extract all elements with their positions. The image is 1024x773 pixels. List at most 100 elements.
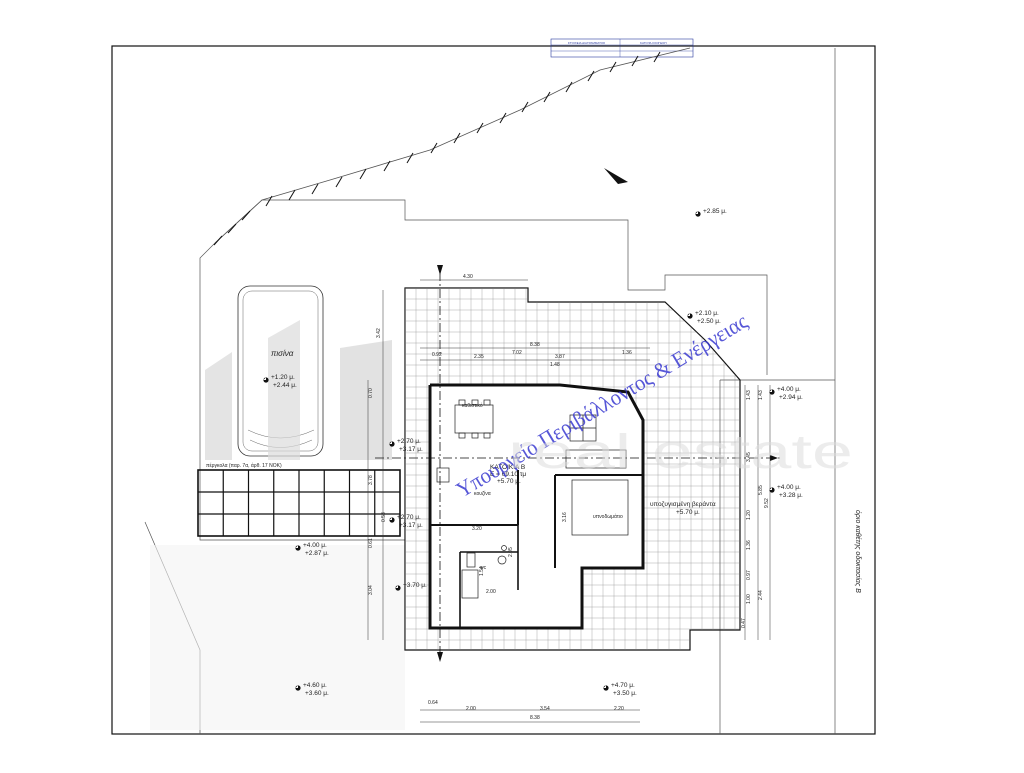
north-arrow-icon	[604, 168, 628, 184]
level-marker: +2.10 μ.+2.50 μ.	[687, 310, 721, 325]
level-symbol-quadrant	[395, 585, 398, 588]
axis-marker-icon-2	[437, 652, 443, 662]
level-symbol-quadrant	[295, 685, 298, 688]
level-value: +1.20 μ.	[271, 374, 295, 381]
dim-top-0: 4.30	[463, 274, 473, 280]
dim-bottom-4: 8.38	[530, 715, 540, 721]
dim-top-5: 3.87	[555, 354, 565, 360]
dim-left-5: 3.04	[368, 585, 374, 595]
stamp-cell-1: ΣΤΟΙΧΕΙΑ ΔΙΑΓΡΑΜΜΑΤΟΣ	[568, 41, 605, 45]
level-marker: +2.85 μ.	[695, 208, 727, 217]
dim-right-8: 0.47	[741, 618, 747, 628]
dim-bottom-3: 2.20	[614, 706, 624, 712]
dim-right-5: 0.97	[746, 570, 752, 580]
level-value: +4.00 μ.	[777, 386, 801, 393]
level-value-lower: +2.50 μ.	[697, 318, 721, 325]
dim-left-4: 0.61	[368, 538, 374, 548]
stamp-cell-2: ΚΑΤΟΨΗ ΙΣΟΓΕΙΟΥ	[640, 41, 667, 45]
dim-right-7: 2.44	[758, 590, 764, 600]
level-value: +4.70 μ.	[611, 682, 635, 689]
level-symbol-quadrant	[687, 313, 690, 316]
dim-bottom-0: 0.64	[428, 700, 438, 706]
house-title: ΚΑΤΟΙΚΙΑ Β	[490, 464, 525, 471]
veranda-label: υποζυγισμένη βεράντα	[650, 500, 716, 508]
level-value: +3.70 μ.	[403, 582, 427, 589]
wc-label: wc	[480, 565, 487, 571]
dim-top-3: 2.35	[474, 354, 484, 360]
level-marker: +2.70 μ.+3.17 μ.	[389, 438, 423, 453]
dim-top-6: 1.48	[550, 362, 560, 368]
dim-right-4: 1.36	[746, 540, 752, 550]
level-value-lower: +2.44 μ.	[273, 382, 297, 389]
level-marker: +1.20 μ.+2.44 μ.	[263, 374, 297, 389]
room-labels: καθιστικό ΚΑΤΟΙΚΙΑ Β Ε = 69.10 τμ +5.70 …	[462, 402, 716, 571]
dim-inner-1: 3.16	[562, 512, 568, 522]
watermark-realestate: real estate	[508, 426, 853, 479]
dim-right-0: 1.43	[746, 390, 752, 400]
dim-right-10: 3.45	[746, 452, 752, 462]
dim-right-6: 1.00	[746, 594, 752, 604]
dim-left-1: 0.70	[368, 388, 374, 398]
dim-right-3: 1.20	[746, 510, 752, 520]
dim-inner-0: 3.20	[472, 526, 482, 532]
dim-top-4: 7.02	[512, 350, 522, 356]
bedroom-label: υπνοδωμάτιο	[593, 513, 623, 520]
level-value-lower: +3.28 μ.	[779, 492, 803, 499]
level-symbol-quadrant	[695, 211, 698, 214]
dim-top-7: 1.36	[622, 350, 632, 356]
level-value: +2.85 μ.	[703, 208, 727, 215]
level-markers: +1.20 μ.+2.44 μ.+2.70 μ.+3.17 μ.+2.70 μ.…	[263, 208, 803, 697]
dimension-lines	[367, 279, 771, 723]
axis-lines	[375, 272, 780, 660]
level-value: +2.70 μ.	[397, 438, 421, 445]
pergola-label: πέργκολα (παρ. 7α, άρθ. 17 ΝΟΚ)	[206, 462, 282, 469]
dimension-values: 4.30 8.38 0.92 2.35 7.02 3.87 1.48 1.36 …	[368, 274, 770, 721]
dim-inner-2: 2.05	[508, 547, 514, 557]
level-marker: +4.00 μ.+3.28 μ.	[769, 484, 803, 499]
dim-top-2: 0.92	[432, 352, 442, 358]
level-symbol-quadrant	[263, 377, 266, 380]
level-symbol-quadrant	[389, 517, 392, 520]
level-symbol-quadrant	[769, 389, 772, 392]
level-value: +4.00 μ.	[303, 542, 327, 549]
level-value-lower: +3.17 μ.	[399, 522, 423, 529]
house-area: Ε = 69.10 τμ	[490, 471, 526, 478]
dim-right-2: 5.85	[758, 485, 764, 495]
level-value-lower: +3.60 μ.	[305, 690, 329, 697]
sheet-frame	[111, 45, 876, 735]
level-value: +4.60 μ.	[303, 682, 327, 689]
road-boundary-label: όριο καθέτης οδοκτασίας Β	[854, 510, 862, 593]
level-value: +2.70 μ.	[397, 514, 421, 521]
dim-inner-4: 2.00	[486, 589, 496, 595]
dim-right-9: 9.52	[764, 498, 770, 508]
dim-left-3: 0.53	[381, 512, 387, 522]
level-value-lower: +2.94 μ.	[779, 394, 803, 401]
dim-right-1: 1.43	[758, 390, 764, 400]
level-marker: +4.60 μ.+3.60 μ.	[295, 682, 329, 697]
house-level: +5.70 μ.	[497, 478, 521, 485]
embankment	[213, 47, 691, 246]
level-value-lower: +2.87 μ.	[305, 550, 329, 557]
dim-left-0: 3.42	[376, 328, 382, 338]
pergola: πέργκολα (παρ. 7α, άρθ. 17 ΝΟΚ)	[197, 462, 401, 537]
level-marker: +2.70 μ.+3.17 μ.	[389, 514, 423, 529]
dim-bottom-1: 2.00	[466, 706, 476, 712]
veranda-level: +5.70 μ.	[676, 509, 700, 516]
swimming-pool: πισίνα	[205, 285, 392, 460]
dim-bottom-2: 3.54	[540, 706, 550, 712]
axis-marker-icon-3	[770, 455, 778, 461]
level-symbol-quadrant	[603, 685, 606, 688]
level-symbol-quadrant	[389, 441, 392, 444]
axis-marker-icon	[437, 265, 443, 275]
title-stamp: ΣΤΟΙΧΕΙΑ ΔΙΑΓΡΑΜΜΑΤΟΣ ΚΑΤΟΨΗ ΙΣΟΓΕΙΟΥ	[550, 38, 694, 58]
south-terrain	[150, 545, 405, 730]
level-value: +2.10 μ.	[695, 310, 719, 317]
pool-label: πισίνα	[271, 349, 294, 358]
furniture	[436, 399, 629, 599]
level-marker: +4.00 μ.+2.87 μ.	[295, 542, 329, 557]
dim-left-2: 3.78	[368, 475, 374, 485]
level-value-lower: +3.17 μ.	[399, 446, 423, 453]
level-symbol-quadrant	[769, 487, 772, 490]
